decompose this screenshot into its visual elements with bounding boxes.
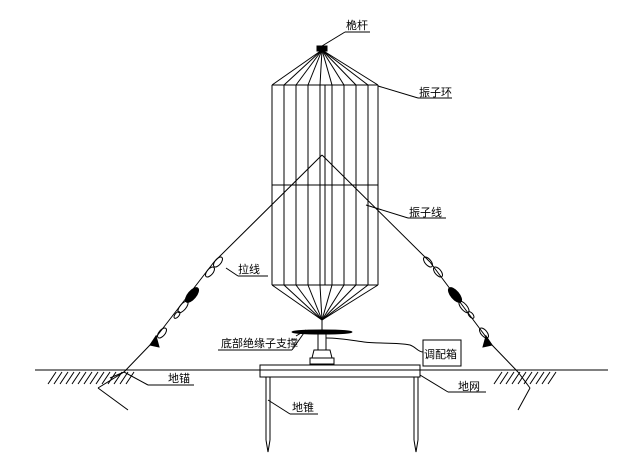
label-mast-top: 桅杆 — [346, 18, 368, 32]
cage-top-cone — [271, 49, 379, 86]
label-element-wire: 振子线 — [409, 205, 442, 219]
leader-lines — [148, 31, 486, 415]
label-ring: 振子环 — [419, 85, 452, 99]
label-ground-net: 地网 — [458, 380, 480, 393]
right-turnbuckle — [423, 256, 493, 348]
left-turnbuckle — [149, 256, 223, 348]
ground-hatch-right — [493, 371, 557, 385]
label-base-insulator: 底部绝缘子支撑 — [221, 336, 298, 350]
label-ground-anchor: 地锚 — [168, 371, 190, 385]
ground-rods — [265, 377, 419, 453]
cage-bottom-cone — [271, 284, 379, 321]
cage-cylinder — [271, 84, 379, 286]
tuning-box — [422, 339, 462, 367]
label-guy-wire: 拉线 — [238, 262, 260, 276]
label-tuning-box: 调配箱 — [424, 347, 457, 361]
label-ground-rod: 地锥 — [292, 401, 314, 414]
guy-wires — [97, 154, 531, 411]
mast-top-cap — [316, 45, 328, 52]
base-insulator — [291, 320, 353, 365]
feed-cable — [325, 337, 424, 353]
base-plate — [259, 364, 421, 378]
